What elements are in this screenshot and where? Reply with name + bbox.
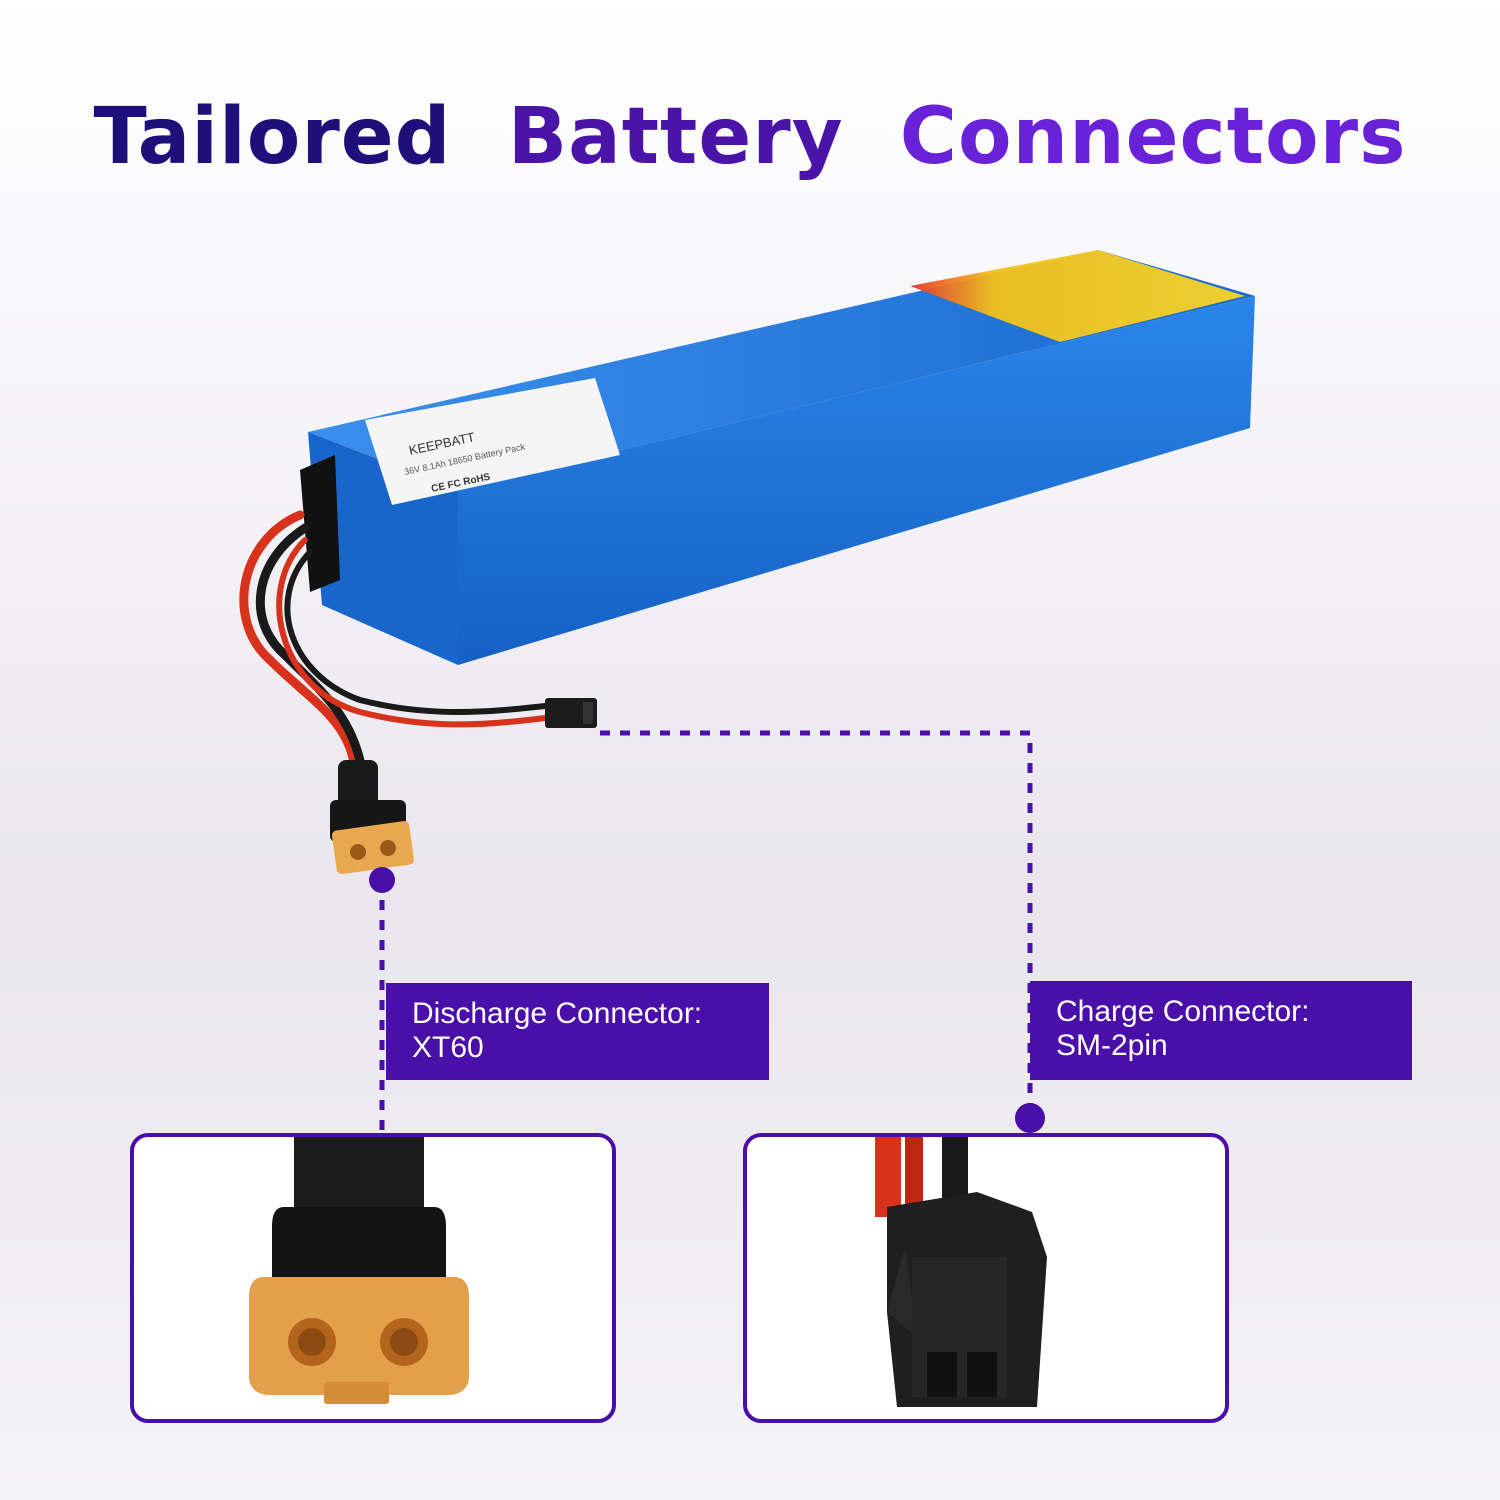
xt60-detail-card xyxy=(130,1133,616,1423)
xt60-closeup-icon xyxy=(249,1137,469,1404)
discharge-dot-marker xyxy=(369,867,395,893)
xt60-connector-icon xyxy=(330,760,415,875)
sm-2pin-closeup-icon xyxy=(875,1137,1047,1407)
title-word-1: Tailored xyxy=(93,92,452,182)
title-word-3: Connectors xyxy=(899,92,1407,182)
discharge-label: Discharge Connector: XT60 xyxy=(386,983,769,1080)
sm-2pin-connector-icon xyxy=(545,698,597,728)
discharge-label-value: XT60 xyxy=(412,1031,484,1064)
discharge-label-title: Discharge Connector: xyxy=(412,997,703,1030)
sm-2pin-detail-card xyxy=(743,1133,1229,1423)
charge-label-title: Charge Connector: xyxy=(1056,995,1310,1028)
battery-pack-icon: KEEPBATT 36V 8.1Ah 18650 Battery Pack CE… xyxy=(300,250,1255,665)
charge-label: Charge Connector: SM-2pin xyxy=(1030,981,1412,1080)
title-word-2: Battery xyxy=(507,92,844,182)
charge-dot-marker xyxy=(1015,1103,1045,1133)
charge-label-value: SM-2pin xyxy=(1056,1029,1168,1062)
battery-wires xyxy=(239,510,548,775)
page-title: Tailored Battery Connectors xyxy=(0,92,1500,182)
